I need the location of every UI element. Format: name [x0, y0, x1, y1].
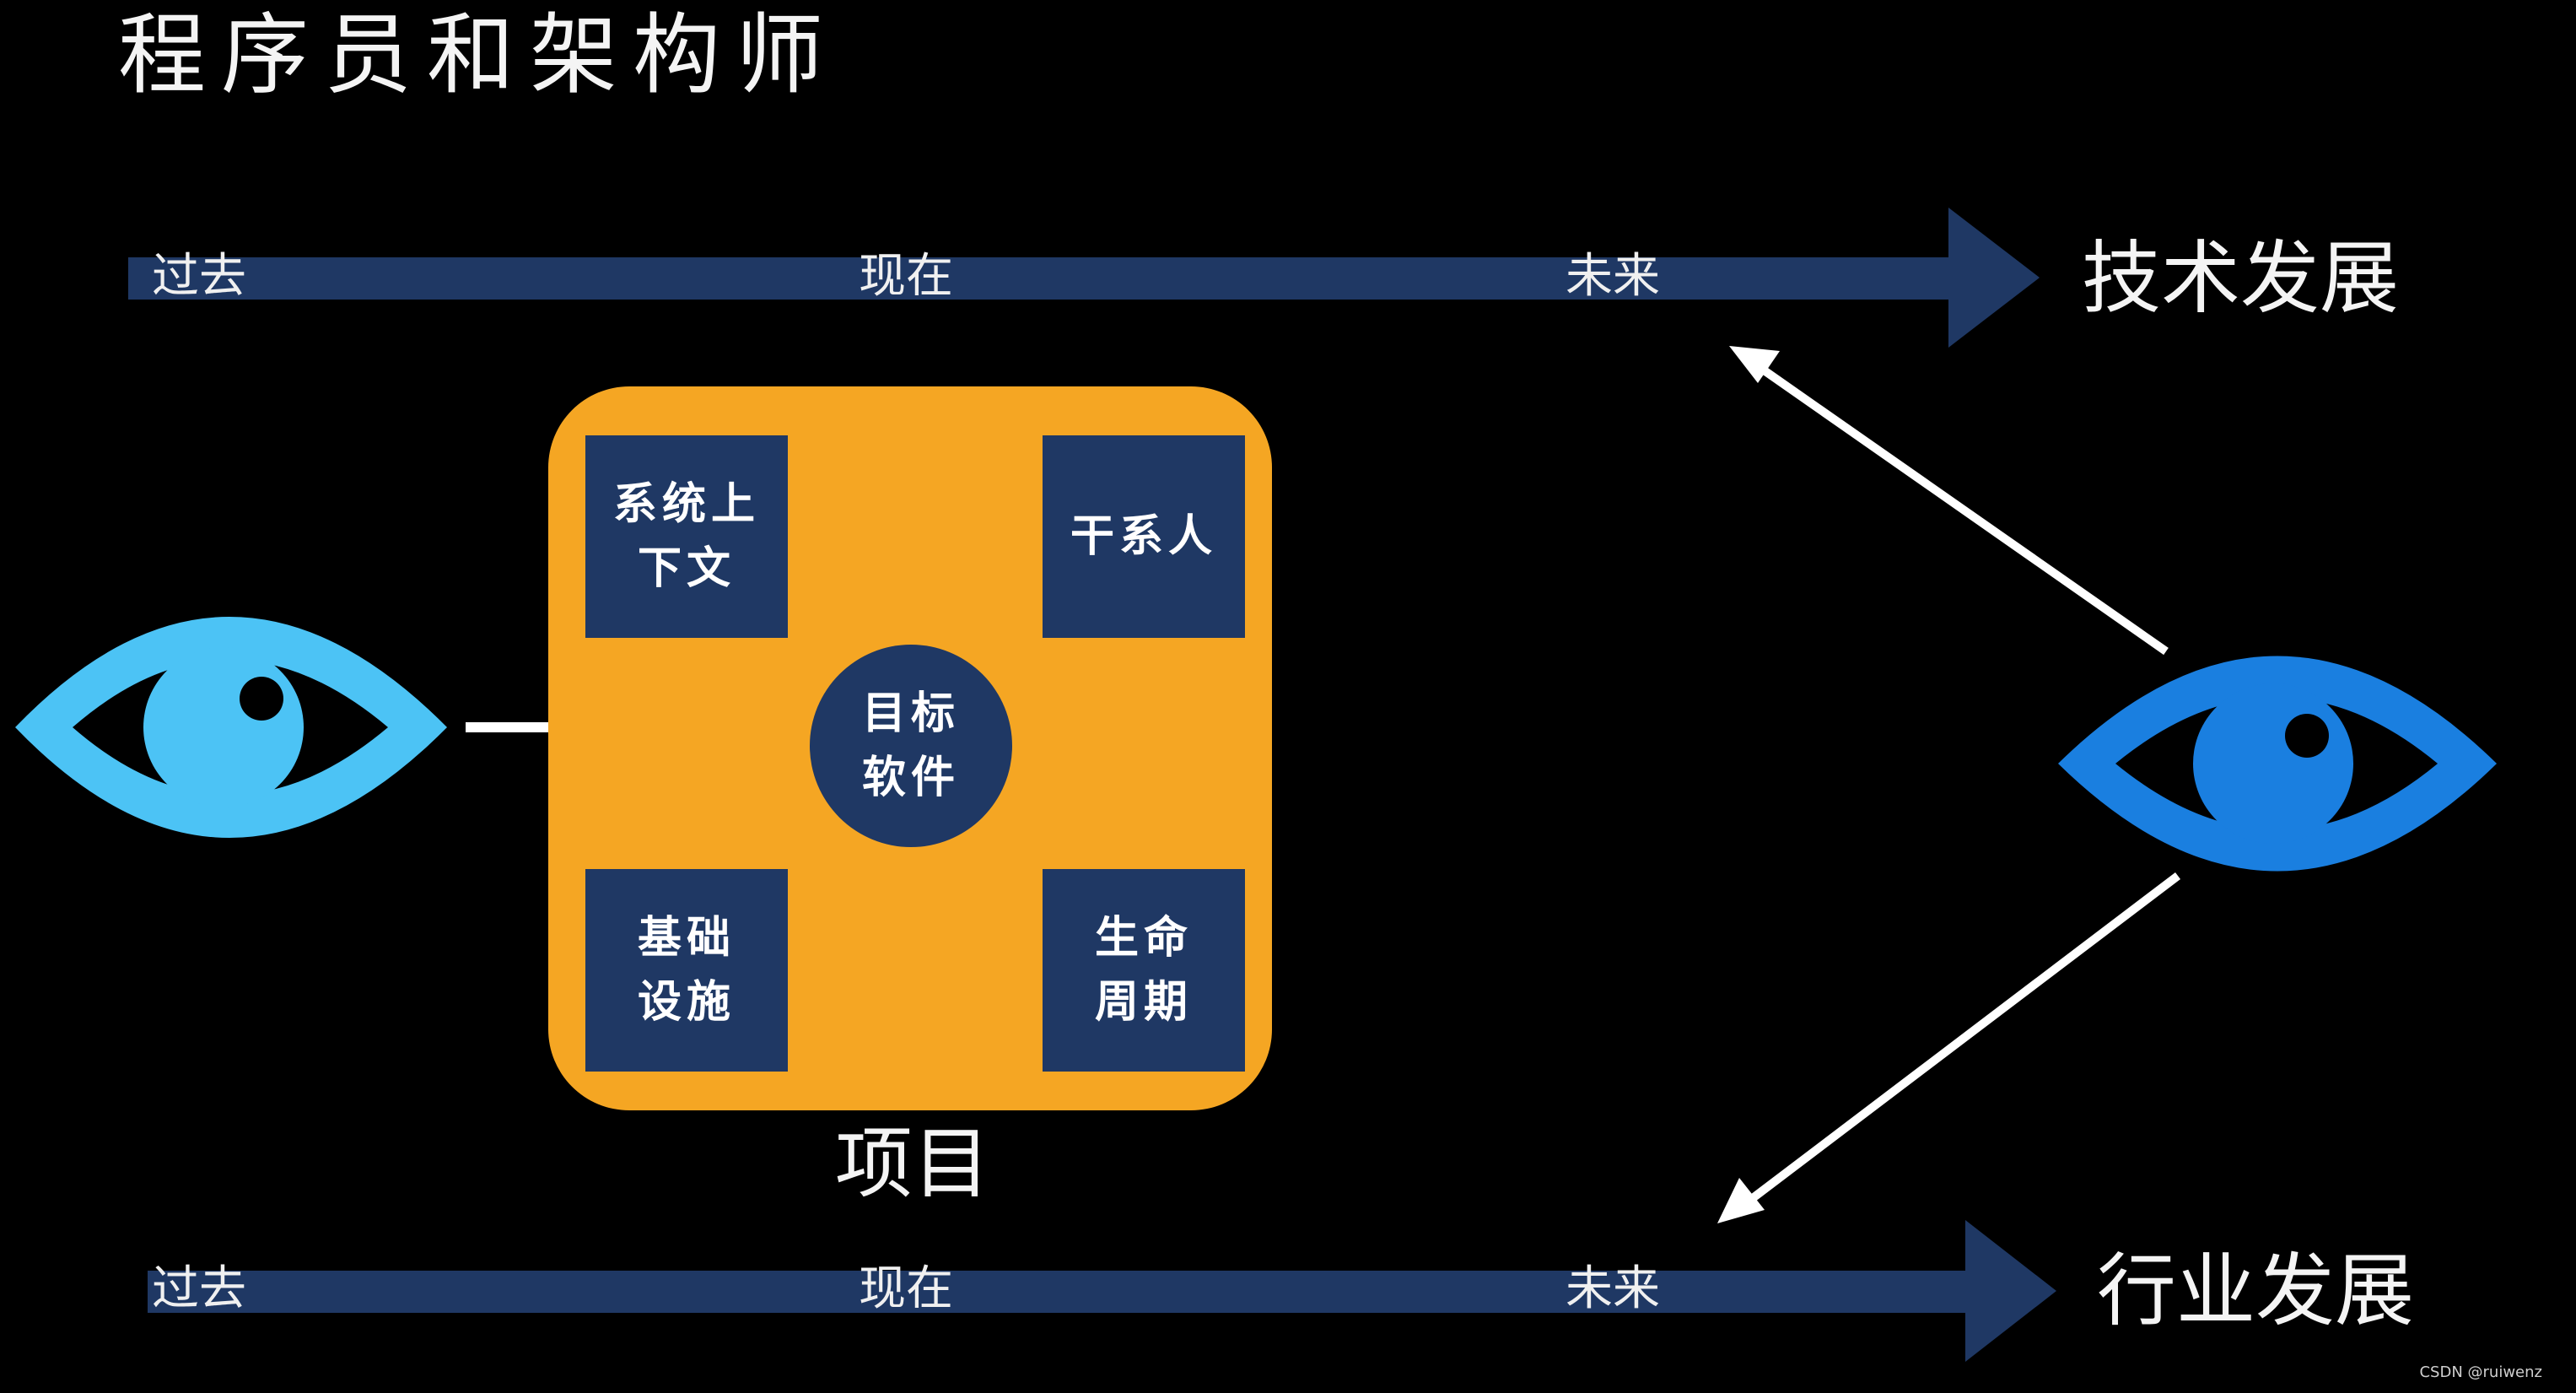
tech-axis-present-label: 现在: [859, 249, 953, 304]
lifecycle-line-1: 生命: [1094, 913, 1193, 964]
target-software-line-2: 软件: [861, 753, 960, 803]
context-box: 系统上 下文: [585, 435, 788, 638]
industry-axis-present-label: 现在: [859, 1261, 953, 1316]
context-line-1: 系统上: [612, 479, 760, 530]
left-eye-icon: [15, 617, 447, 838]
right-eye-down-arrow: [1717, 872, 2181, 1223]
tech-axis-past-label: 过去: [152, 249, 246, 304]
industry-axis-arrow: [148, 1220, 2056, 1362]
target-software-line-1: 目标: [861, 688, 960, 739]
infrastructure-line-2: 设施: [637, 977, 736, 1028]
infrastructure-box: 基础 设施: [585, 869, 788, 1072]
tech-axis-arrow: [128, 208, 2040, 348]
industry-development-label: 行业发展: [2097, 1245, 2415, 1337]
stakeholder-label: 干系人: [1070, 511, 1217, 562]
industry-axis-future-label: 未来: [1566, 1261, 1660, 1316]
right-eye-up-arrow: [1729, 346, 2169, 656]
lifecycle-box: 生命 周期: [1043, 869, 1245, 1072]
lifecycle-line-2: 周期: [1094, 977, 1193, 1028]
stakeholder-box: 干系人: [1043, 435, 1245, 638]
right-eye-icon: [2058, 656, 2497, 872]
tech-development-label: 技术发展: [2082, 233, 2400, 325]
watermark: CSDN @ruiwenz: [2419, 1363, 2542, 1381]
infrastructure-line-1: 基础: [637, 913, 736, 964]
tech-axis-future-label: 未来: [1566, 249, 1660, 304]
context-line-2: 下文: [637, 543, 736, 594]
page-title: 程序员和架构师: [118, 3, 839, 106]
project-label: 项目: [835, 1119, 991, 1209]
industry-axis-past-label: 过去: [152, 1261, 246, 1316]
target-software-circle: 目标 软件: [810, 645, 1012, 847]
